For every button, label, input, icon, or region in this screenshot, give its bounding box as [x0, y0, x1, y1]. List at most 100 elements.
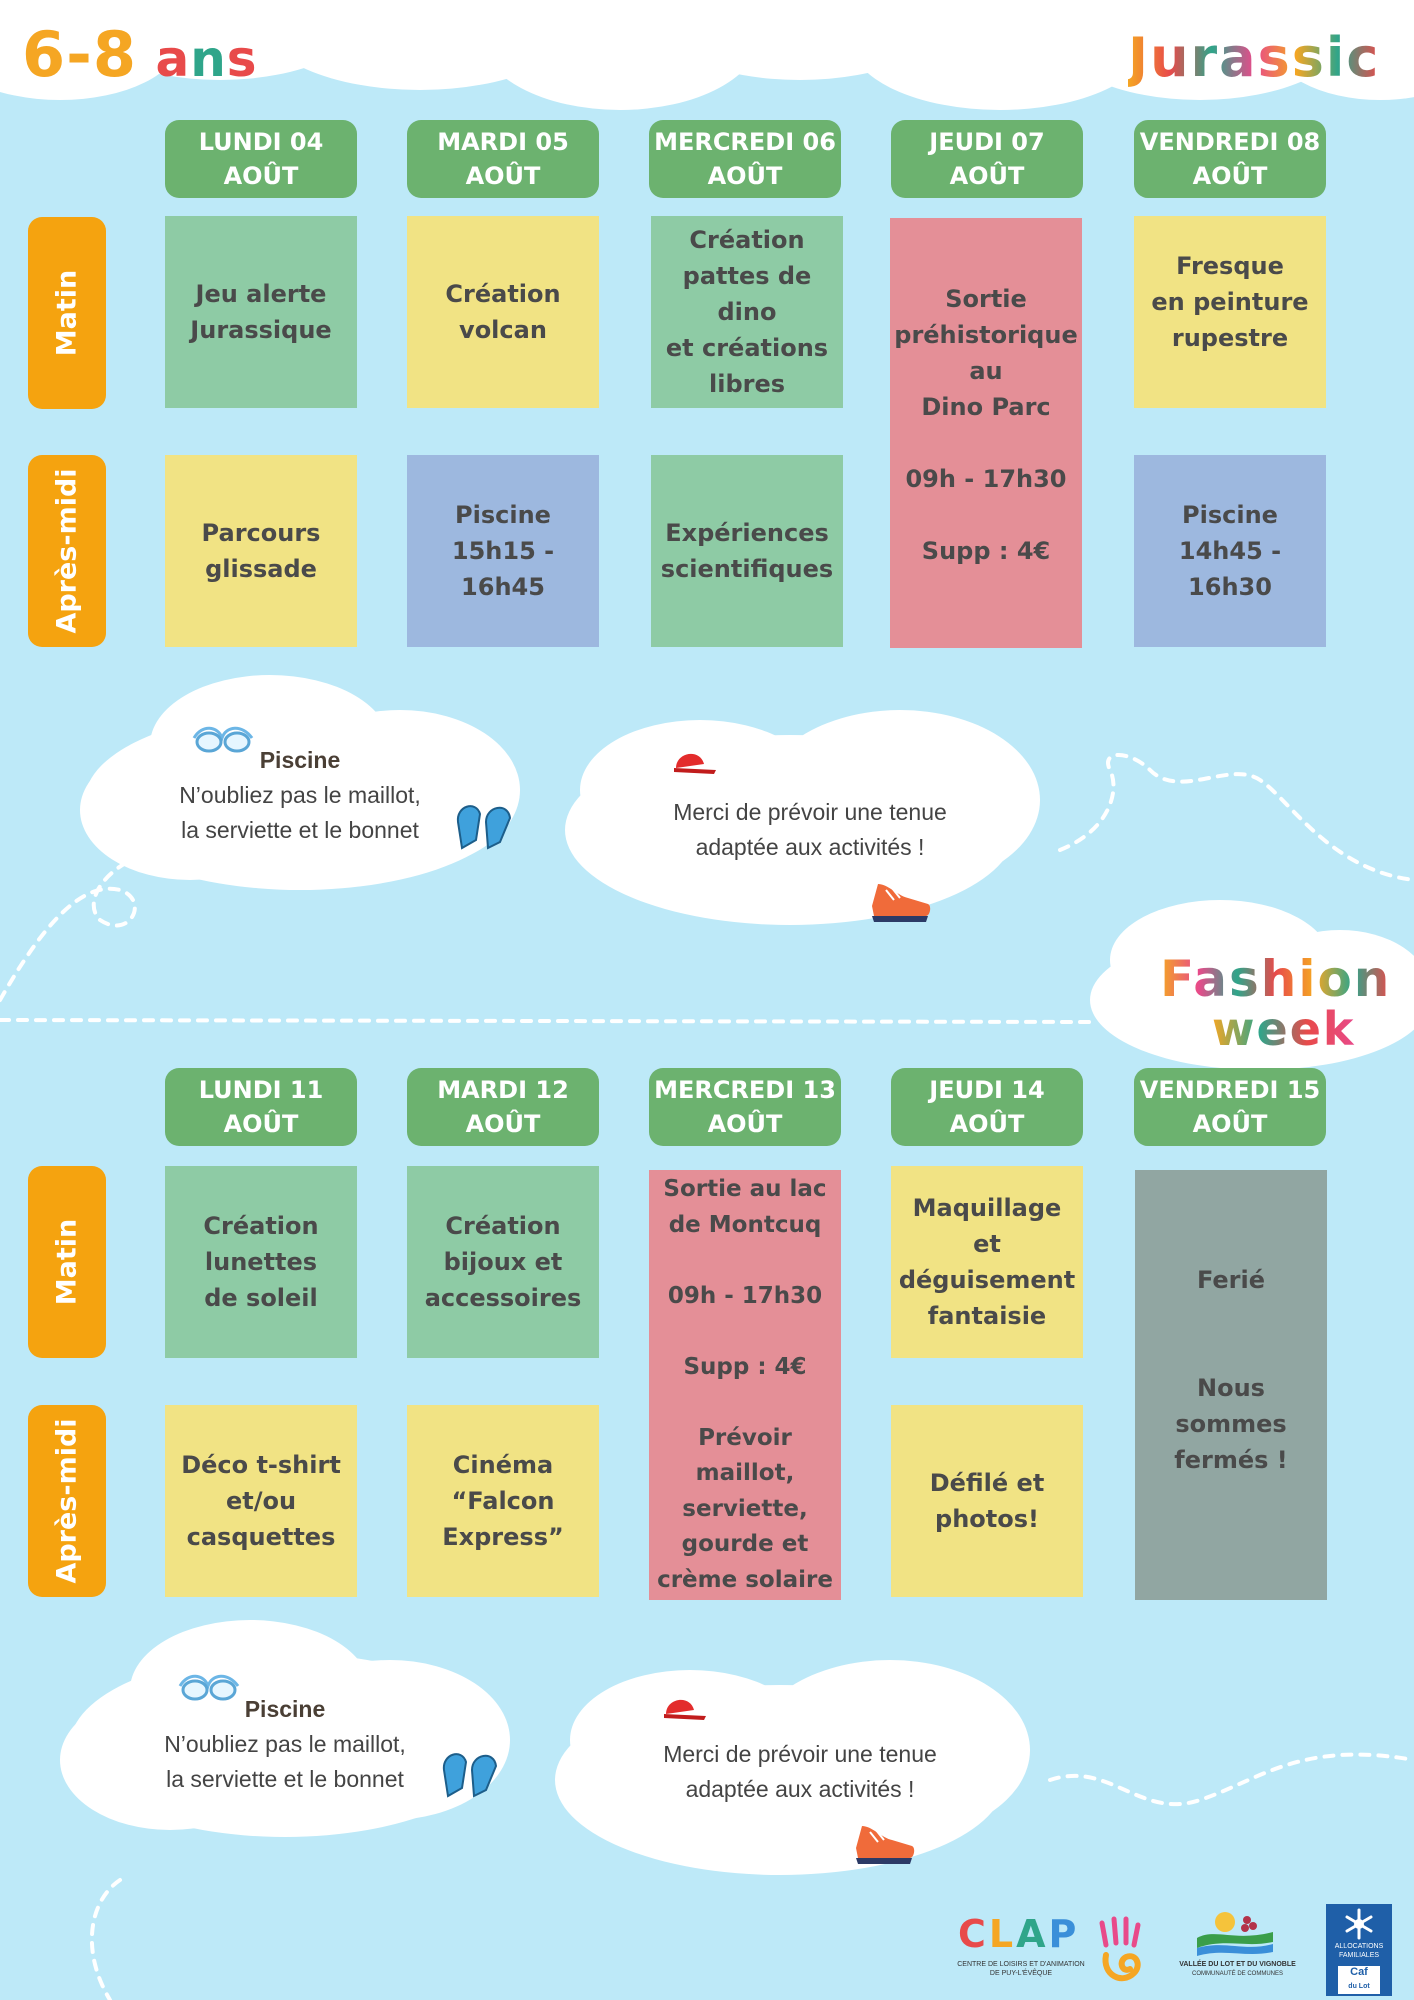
week1-day-header: VENDREDI 08 AOÛT	[1134, 120, 1326, 198]
activity-cell: Expériences scientifiques	[651, 455, 843, 647]
day-month: AOÛT	[1192, 162, 1268, 190]
day-month: AOÛT	[465, 1110, 541, 1138]
age-char	[137, 30, 155, 88]
goggles-icon	[192, 726, 254, 753]
week2-day-header: JEUDI 14 AOÛT	[891, 1068, 1083, 1146]
pool-note-text: N’oubliez pas le maillot, la serviette e…	[179, 782, 421, 843]
caf-line: Caf	[1350, 1966, 1368, 1978]
week2-day-header: VENDREDI 15 AOÛT	[1134, 1068, 1326, 1146]
day-month: AOÛT	[223, 1110, 299, 1138]
week1-theme: Jurassic	[1128, 26, 1380, 89]
day-name: VENDREDI 08	[1139, 128, 1321, 156]
flippers-icon	[442, 1753, 498, 1798]
sneaker-icon	[872, 884, 931, 922]
day-name: JEUDI 07	[929, 128, 1045, 156]
activity-cell: Création bijoux et accessoires	[407, 1166, 599, 1358]
row-label: Matin	[51, 1218, 83, 1306]
day-month: AOÛT	[1192, 1110, 1268, 1138]
activity-cell: Piscine 14h45 - 16h30	[1134, 455, 1326, 647]
clap-sub-line: CENTRE DE LOISIRS ET D'ANIMATION	[957, 1961, 1085, 1968]
hand-icon	[1099, 1916, 1141, 1982]
day-name: MARDI 05	[437, 128, 569, 156]
day-name: JEUDI 14	[929, 1076, 1045, 1104]
week1-afternoon-label: Après-midi	[28, 455, 106, 647]
activity-cell: Sortie au lac de Montcuq 09h - 17h30 Sup…	[649, 1170, 841, 1600]
age-char: -	[66, 18, 93, 91]
activity-cell: Création volcan	[407, 216, 599, 408]
activity-cell: Piscine 15h15 - 16h45	[407, 455, 599, 647]
day-month: AOÛT	[465, 162, 541, 190]
week2-outfit-note: Merci de prévoir une tenue adaptée aux a…	[663, 1741, 937, 1802]
vallee-line: COMMUNAUTÉ DE COMMUNES	[1192, 1971, 1283, 1977]
activity-cell: Fresque en peinture rupestre	[1134, 216, 1326, 408]
activity-cell: Création pattes de dino et créations lib…	[651, 216, 843, 408]
day-month: AOÛT	[949, 1110, 1025, 1138]
sneaker-icon	[856, 1826, 915, 1864]
day-month: AOÛT	[223, 162, 299, 190]
week2-morning-label: Matin	[28, 1166, 106, 1358]
age-char: 8	[92, 18, 138, 91]
row-label: Après-midi	[51, 468, 83, 634]
vallee-logo-icon	[1197, 1912, 1273, 1956]
age-char: s	[226, 30, 258, 88]
clap-letter: P	[1048, 1912, 1080, 1956]
activity-cell: Maquillage et déguisement fantaisie	[891, 1166, 1083, 1358]
week2-theme-text: Fashion	[1160, 950, 1392, 1008]
week2-theme-line1: Fashion	[1160, 950, 1391, 1008]
age-title: 6-8 ans	[22, 18, 258, 91]
day-month: AOÛT	[707, 1110, 783, 1138]
pool-note-title: Piscine	[259, 747, 341, 773]
caf-logo: ALLOCATIONS FAMILIALES Caf du Lot	[1326, 1904, 1392, 1996]
week2-afternoon-label: Après-midi	[28, 1405, 106, 1597]
vallee-line: VALLÉE DU LOT ET DU VIGNOBLE	[1179, 1961, 1296, 1968]
activity-cell: Déco t-shirt et/ou casquettes	[165, 1405, 357, 1597]
age-char: n	[190, 30, 227, 88]
vallee-text: VALLÉE DU LOT ET DU VIGNOBLE COMMUNAUTÉ D…	[1170, 1960, 1305, 1979]
week2-theme-text: week	[1212, 1002, 1356, 1056]
pool-note-text: N’oubliez pas le maillot, la serviette e…	[164, 1731, 406, 1792]
goggles-icon	[178, 1674, 240, 1701]
week1-day-header: MERCREDI 06 AOÛT	[649, 120, 841, 198]
caf-badge: Caf du Lot	[1338, 1966, 1380, 1994]
week1-morning-label: Matin	[28, 217, 106, 409]
day-name: VENDREDI 15	[1139, 1076, 1321, 1104]
cap-icon	[664, 1699, 706, 1720]
caf-line: FAMILIALES	[1338, 1952, 1380, 1959]
clap-letter: C	[958, 1912, 989, 1956]
cap-icon	[674, 753, 716, 774]
caf-text: ALLOCATIONS FAMILIALES	[1326, 1942, 1392, 1960]
caf-line: ALLOCATIONS	[1334, 1943, 1384, 1950]
week2-theme-line2: week	[1212, 1002, 1355, 1056]
week2-day-header: MARDI 12 AOÛT	[407, 1068, 599, 1146]
activity-cell: Défilé et photos!	[891, 1405, 1083, 1597]
clap-letter: A	[1016, 1912, 1049, 1956]
row-label: Après-midi	[51, 1418, 83, 1584]
day-name: LUNDI 04	[198, 128, 324, 156]
day-name: MERCREDI 06	[654, 128, 836, 156]
pool-note-title: Piscine	[244, 1696, 326, 1722]
activity-cell: Sortie préhistorique au Dino Parc 09h - …	[890, 218, 1082, 648]
clap-subtitle: CENTRE DE LOISIRS ET D'ANIMATION DE PUY-L…	[956, 1960, 1086, 1978]
day-month: AOÛT	[949, 162, 1025, 190]
week1-day-header: LUNDI 04 AOÛT	[165, 120, 357, 198]
day-name: MERCREDI 13	[654, 1076, 836, 1104]
week2-day-header: MERCREDI 13 AOÛT	[649, 1068, 841, 1146]
activity-cell: Jeu alerte Jurassique	[165, 216, 357, 408]
snowflake-icon	[1345, 1908, 1373, 1940]
week1-day-header: MARDI 05 AOÛT	[407, 120, 599, 198]
activity-cell: Cinéma “Falcon Express”	[407, 1405, 599, 1597]
activity-cell: Parcours glissade	[165, 455, 357, 647]
day-name: MARDI 12	[437, 1076, 569, 1104]
week1-day-header: JEUDI 07 AOÛT	[891, 120, 1083, 198]
caf-line: du Lot	[1348, 1983, 1370, 1990]
clap-logo: CLAP	[958, 1912, 1079, 1956]
clap-sub-line: DE PUY-L'ÉVÊQUE	[989, 1970, 1053, 1977]
age-char: a	[155, 30, 191, 88]
week1-theme-text: Jurassic	[1128, 26, 1381, 89]
activity-cell: Ferié Nous sommes fermés !	[1135, 1170, 1327, 1600]
row-label: Matin	[51, 269, 83, 357]
clap-letter: L	[988, 1912, 1017, 1956]
day-month: AOÛT	[707, 162, 783, 190]
